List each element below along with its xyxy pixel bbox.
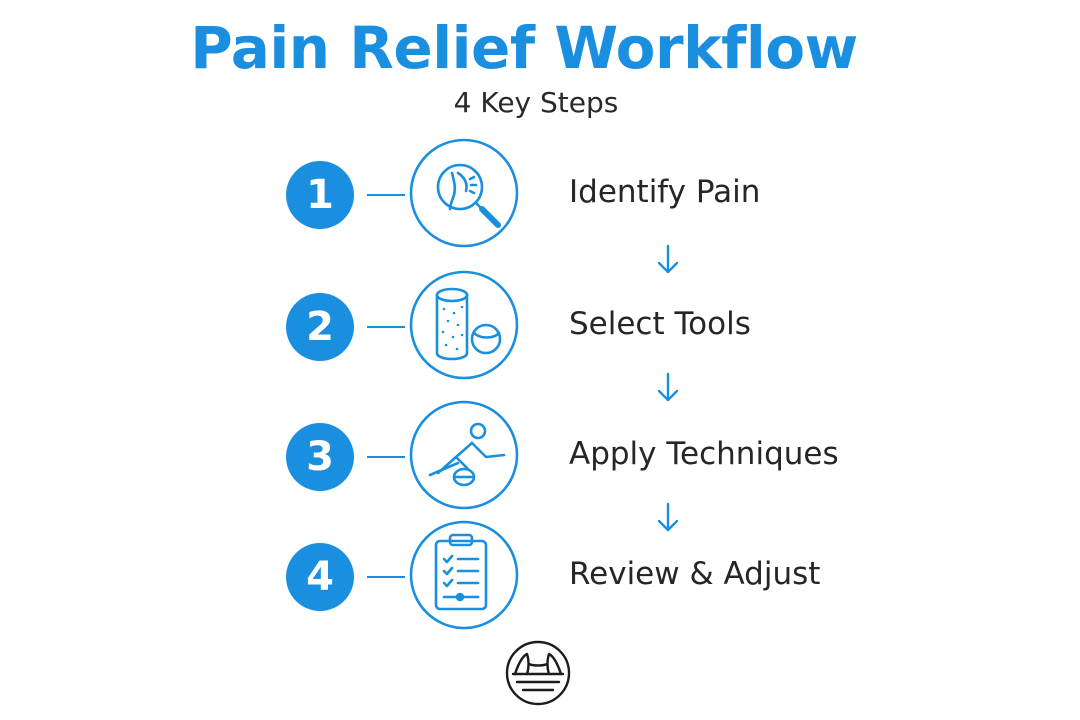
page-subtitle: 4 Key Steps xyxy=(453,86,619,119)
workflow-step-3: 3 Apply Techniques xyxy=(0,398,1080,514)
workflow-step-1: 1 Identify Pain xyxy=(0,136,1080,252)
step-label: Select Tools xyxy=(569,306,751,342)
page-title: Pain Relief Workflow xyxy=(190,14,858,82)
step-connector-line xyxy=(367,456,405,458)
step-label: Review & Adjust xyxy=(569,556,821,592)
step-label: Apply Techniques xyxy=(569,436,839,472)
step-connector-line xyxy=(367,326,405,328)
clipboard-checklist-icon xyxy=(408,519,520,631)
arrow-down-icon xyxy=(653,370,683,406)
step-number-badge: 4 xyxy=(286,543,354,611)
step-number-badge: 3 xyxy=(286,423,354,491)
foam-roller-ball-icon xyxy=(408,269,520,381)
step-label: Identify Pain xyxy=(569,174,761,210)
arrow-down-icon xyxy=(653,242,683,278)
magnifier-body-icon xyxy=(408,137,520,249)
step-connector-line xyxy=(367,576,405,578)
step-number-badge: 2 xyxy=(286,293,354,361)
step-connector-line xyxy=(367,194,405,196)
workflow-step-2: 2 Select Tools xyxy=(0,268,1080,384)
person-foam-rolling-icon xyxy=(408,399,520,511)
brand-logo-icon xyxy=(505,640,571,706)
arrow-down-icon xyxy=(653,500,683,536)
step-number-badge: 1 xyxy=(286,161,354,229)
workflow-step-4: 4 Review & Adjust xyxy=(0,518,1080,634)
